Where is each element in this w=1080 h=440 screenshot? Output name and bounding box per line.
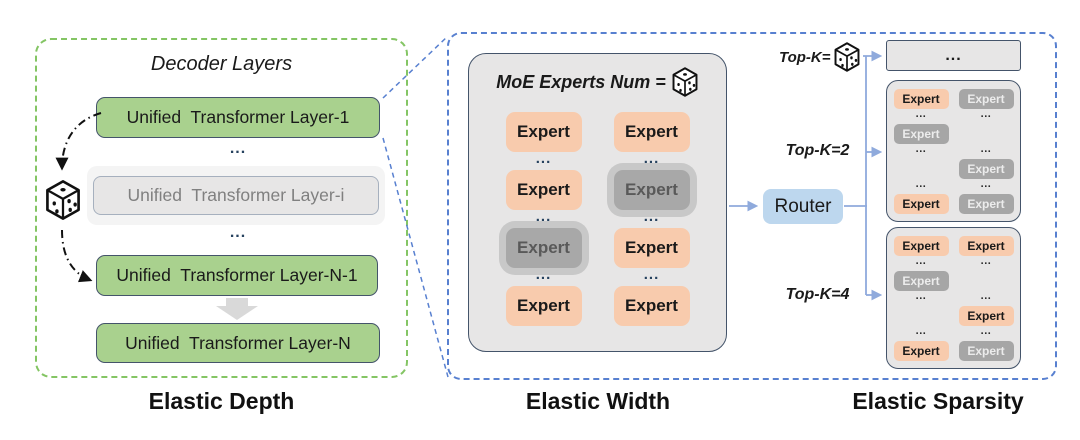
expert-box: Expert [613, 286, 690, 326]
unified-transformer-layer-n: Unified Transformer Layer-N [96, 323, 380, 363]
expert-box: Expert [505, 170, 582, 210]
ellipsis: ... [535, 208, 552, 225]
decoder-layers-title: Decoder Layers [150, 53, 293, 75]
ellipsis: ... [915, 178, 927, 190]
expert-box: Expert [505, 286, 582, 326]
elastic-depth-caption: Elastic Depth [148, 388, 295, 414]
expert-box: Expert [893, 236, 949, 256]
expert-box: Expert [613, 112, 690, 152]
ellipsis: ... [980, 108, 992, 120]
ellipsis: ... [535, 150, 552, 167]
expert-box: Expert [958, 159, 1014, 179]
ellipsis: ... [980, 290, 992, 302]
moe-title-text: MoE Experts Num = [496, 71, 666, 92]
ellipsis: ... [980, 178, 992, 190]
empty-slot [894, 159, 949, 179]
expert-box: Expert [893, 341, 949, 361]
expert-box: Expert [958, 306, 1014, 326]
dice-icon [44, 178, 82, 222]
ellipsis: ... [643, 150, 660, 167]
ellipsis: ... [915, 325, 927, 337]
expert-box: Expert [893, 271, 949, 291]
layers-ellipsis-top: ... [229, 140, 247, 157]
expert-box: Expert [613, 228, 690, 268]
ellipsis: ... [915, 255, 927, 267]
ellipsis: ... [980, 255, 992, 267]
empty-slot [959, 271, 1014, 291]
topk-random-row: Top-K= [779, 41, 861, 73]
moe-title-row: MoE Experts Num = [469, 66, 726, 98]
expert-box: Expert [958, 236, 1014, 256]
ellipsis: ... [535, 266, 552, 283]
expert-box: Expert [893, 124, 949, 144]
skipped-layer-halo: Unified Transformer Layer-i [87, 166, 385, 225]
ellipsis: ... [915, 108, 927, 120]
dice-icon [833, 41, 861, 73]
expert-box: Expert [893, 89, 949, 109]
layers-ellipsis-bottom: ... [229, 224, 247, 241]
router-box: Router [763, 189, 843, 224]
expert-box: Expert [958, 341, 1014, 361]
unified-transformer-layer-n-1: Unified Transformer Layer-N-1 [96, 255, 378, 296]
ellipsis: ... [643, 208, 660, 225]
topk4-label: Top-K=4 [785, 286, 850, 303]
topk-random-group: ... [886, 40, 1021, 71]
unified-transformer-layer-i: Unified Transformer Layer-i [93, 176, 379, 215]
unified-transformer-layer-1: Unified Transformer Layer-1 [96, 97, 380, 138]
elastic-sparsity-caption: Elastic Sparsity [852, 388, 1024, 414]
ellipsis: ... [643, 266, 660, 283]
ellipsis: ... [980, 143, 992, 155]
expert-box: Expert [505, 112, 582, 152]
ellipsis: ... [915, 290, 927, 302]
elastic-width-caption: Elastic Width [525, 388, 671, 414]
expert-box: Expert [958, 194, 1014, 214]
ellipsis: ... [980, 325, 992, 337]
expert-box: Expert [613, 170, 690, 210]
topk2-label: Top-K=2 [785, 142, 850, 159]
expert-box: Expert [505, 228, 582, 268]
ellipsis: ... [915, 143, 927, 155]
empty-slot [894, 306, 949, 326]
topk-random-label: Top-K= [779, 48, 831, 66]
dice-icon [671, 66, 699, 98]
expert-box: Expert [958, 89, 1014, 109]
empty-slot [959, 124, 1014, 144]
expert-box: Expert [893, 194, 949, 214]
